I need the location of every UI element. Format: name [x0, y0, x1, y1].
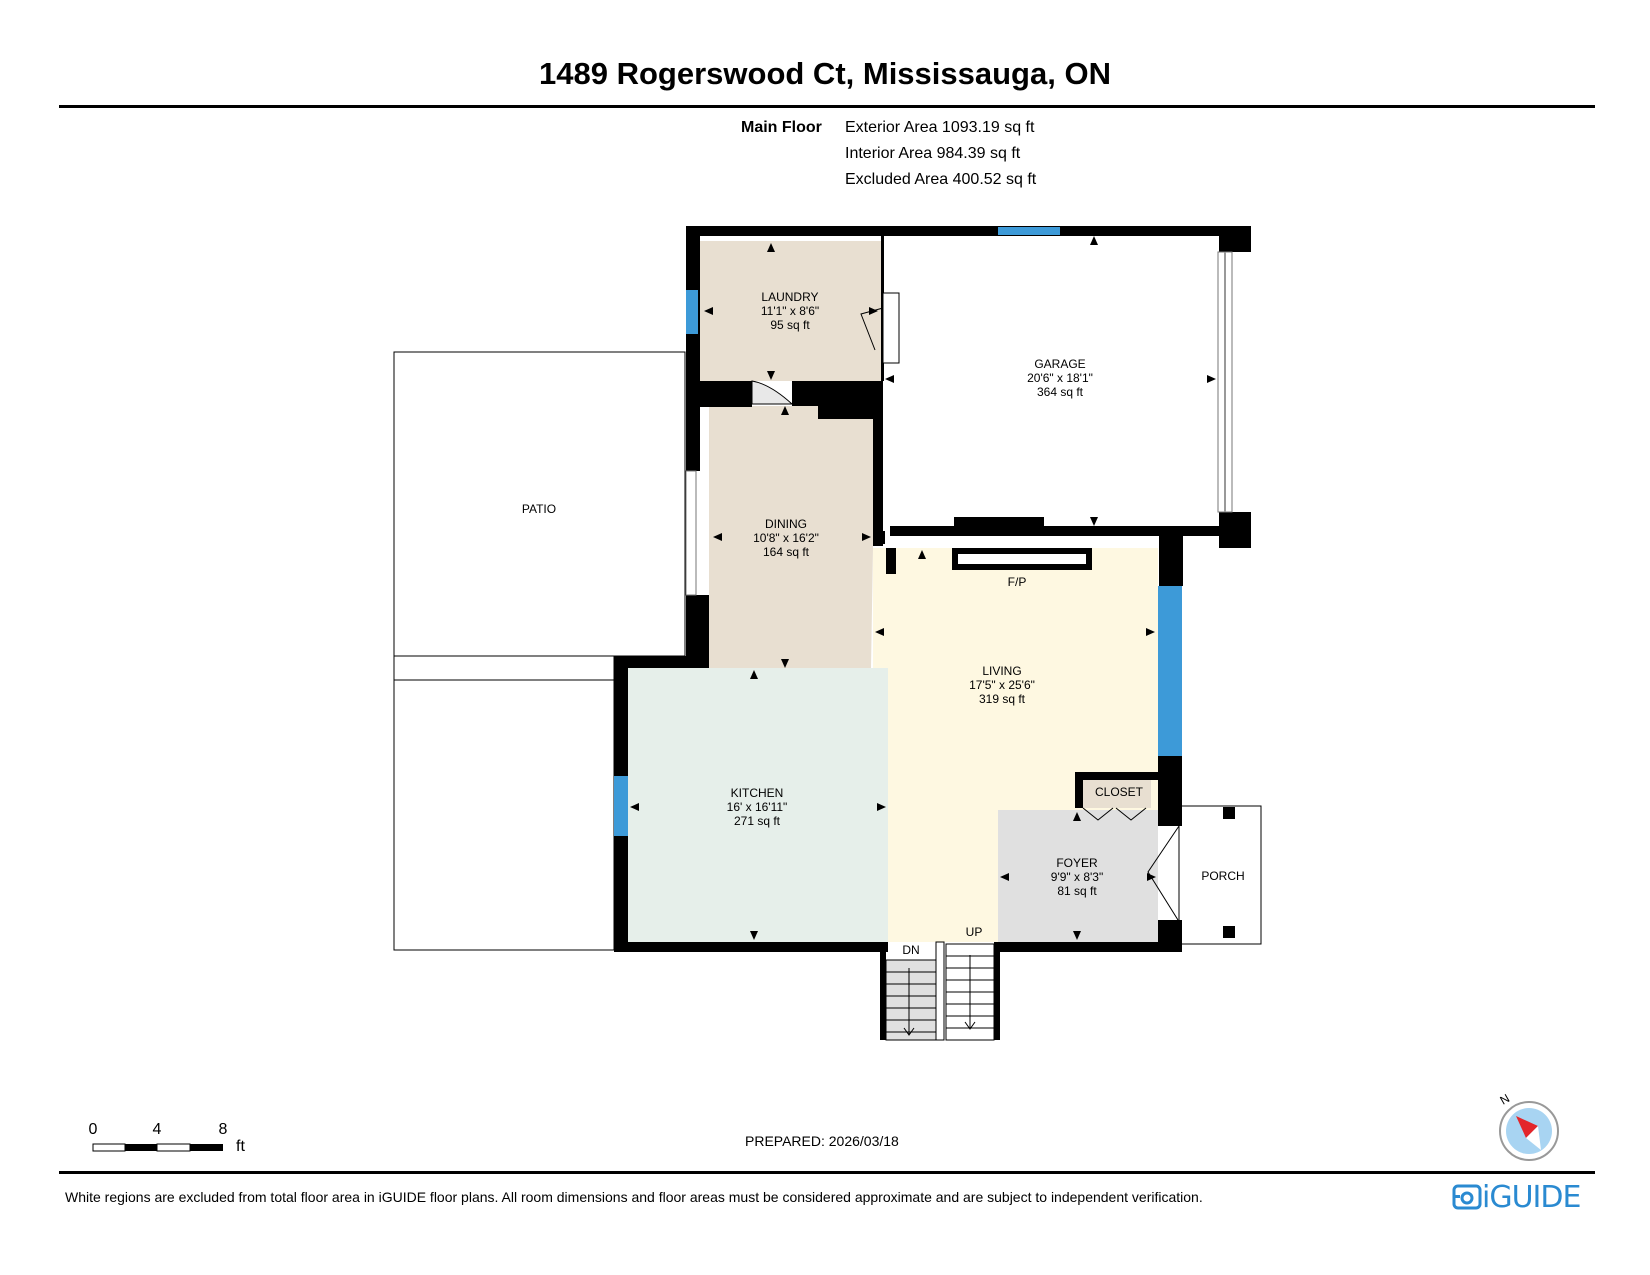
living-dims: 17'5" x 25'6" — [969, 678, 1035, 692]
footer-divider — [59, 1171, 1595, 1174]
compass-north-label: N — [1498, 1091, 1513, 1107]
dining-area: 164 sq ft — [763, 545, 810, 559]
stairs-down — [885, 941, 945, 1041]
dining-dims: 10'8" x 16'2" — [753, 531, 819, 545]
scale-tick-4: 4 — [153, 1121, 162, 1138]
iguide-logo: iGUIDE — [1452, 1179, 1581, 1215]
living-room — [873, 548, 1158, 942]
windows — [614, 227, 1182, 836]
scale-unit: ft — [236, 1138, 245, 1155]
compass-icon: N — [1498, 1091, 1559, 1161]
kitchen-room — [628, 668, 888, 942]
garage-name: GARAGE — [1034, 357, 1085, 371]
laundry-name: LAUNDRY — [761, 290, 818, 304]
camera-icon — [1452, 1184, 1482, 1210]
laundry-area: 95 sq ft — [770, 318, 810, 332]
foyer-area: 81 sq ft — [1057, 884, 1097, 898]
dimension-arrows — [630, 236, 1216, 940]
patio-name: PATIO — [522, 502, 556, 516]
laundry-dims: 11'1" x 8'6" — [761, 304, 819, 318]
living-area: 319 sq ft — [979, 692, 1026, 706]
brand-name: iGUIDE — [1482, 1179, 1581, 1215]
stairs-down-label: DN — [902, 943, 919, 957]
laundry-room — [700, 241, 881, 381]
walls — [614, 226, 1251, 1040]
foyer-name: FOYER — [1056, 856, 1098, 870]
kitchen-area: 271 sq ft — [734, 814, 781, 828]
dining-name: DINING — [765, 517, 807, 531]
closet-room — [1083, 780, 1151, 808]
disclaimer: White regions are excluded from total fl… — [65, 1189, 1203, 1205]
prepared-date: PREPARED: 2026/03/18 — [745, 1133, 899, 1149]
kitchen-dims: 16' x 16'11" — [727, 800, 788, 814]
porch-name: PORCH — [1201, 869, 1244, 883]
foyer-dims: 9'9" x 8'3" — [1051, 870, 1103, 884]
header-divider — [59, 105, 1595, 108]
stairs-up — [945, 943, 995, 1041]
doors — [751, 307, 1180, 921]
scale-tick-0: 0 — [89, 1121, 98, 1138]
interior-area: Interior Area 984.39 sq ft — [845, 145, 1021, 162]
excluded-area: Excluded Area 400.52 sq ft — [845, 171, 1037, 188]
floor-label: Main Floor — [741, 119, 822, 136]
exterior-area: Exterior Area 1093.19 sq ft — [845, 119, 1035, 136]
foyer-room — [998, 810, 1158, 942]
garage-room — [883, 236, 1219, 526]
garage-area: 364 sq ft — [1037, 385, 1084, 399]
kitchen-name: KITCHEN — [731, 786, 784, 800]
room-labels: LAUNDRY 11'1" x 8'6" 95 sq ft GARAGE 20'… — [522, 290, 1245, 957]
closet-name: CLOSET — [1095, 785, 1144, 799]
fireplace-label: F/P — [1008, 575, 1027, 589]
openings — [685, 251, 1233, 596]
dining-room — [709, 406, 873, 668]
scale-tick-8: 8 — [219, 1121, 228, 1138]
garage-dims: 20'6" x 18'1" — [1027, 371, 1093, 385]
patio-area — [393, 351, 686, 951]
stairs-up-label: UP — [966, 925, 983, 939]
page-title: 1489 Rogerswood Ct, Mississauga, ON — [539, 56, 1111, 91]
porch-area — [1178, 805, 1262, 945]
living-name: LIVING — [982, 664, 1021, 678]
scale-bar: 0 4 8 ft — [89, 1121, 246, 1155]
